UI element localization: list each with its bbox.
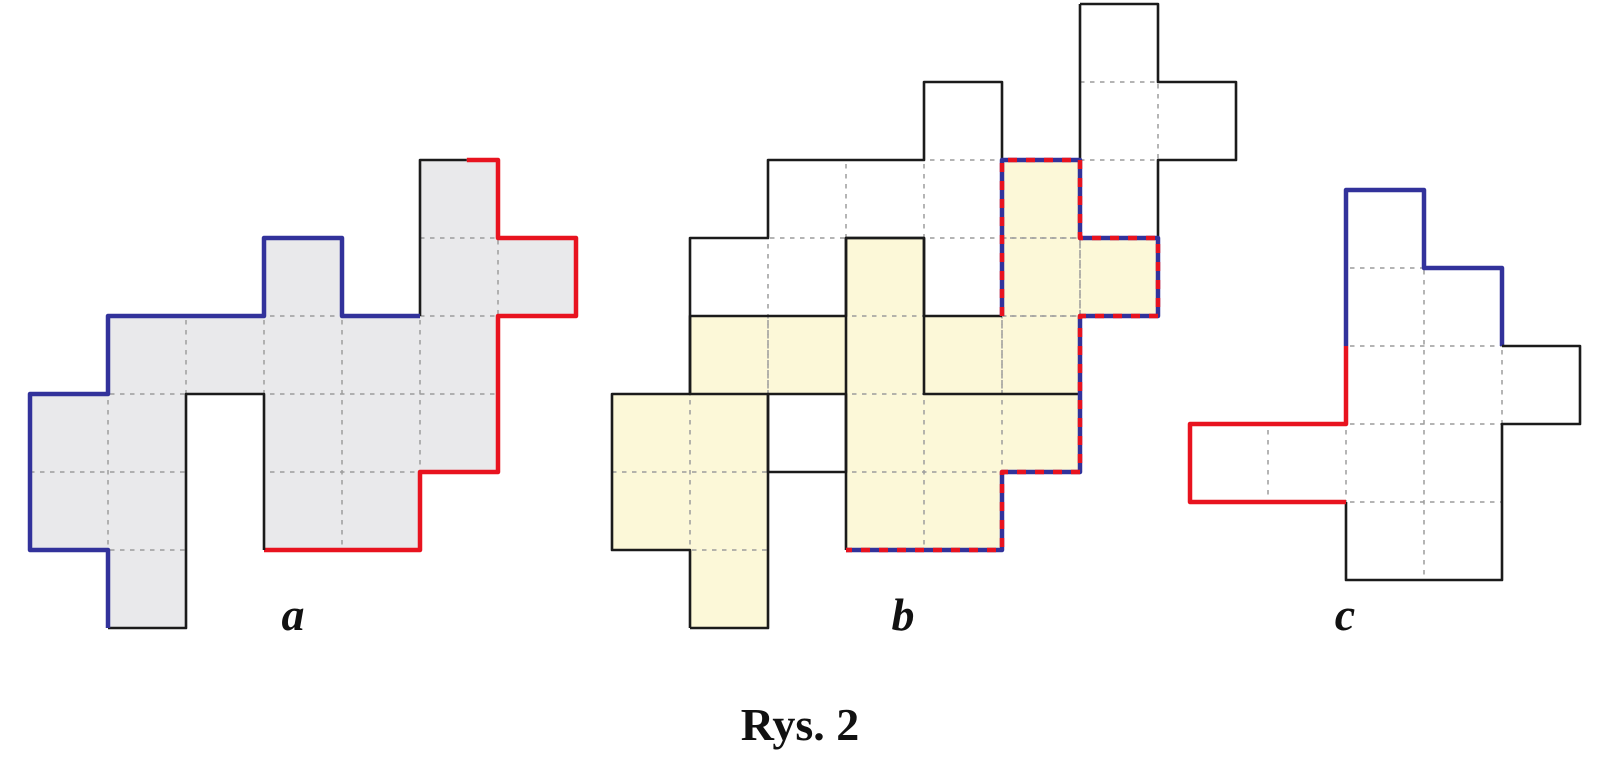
- duck-gray-border-black: [418, 158, 467, 316]
- shape-c-group: [1187, 187, 1582, 582]
- shape-b-group: [610, 2, 1238, 630]
- shape-label-c: c: [1334, 589, 1356, 640]
- shape-a-group: [27, 157, 579, 630]
- difference-outline-border-blue: [1343, 187, 1505, 346]
- duck-gray-border-blue: [27, 235, 420, 628]
- shape-label-b: b: [891, 589, 915, 640]
- difference-outline-border-black: [1344, 344, 1582, 582]
- difference-outline-gridlines: [1190, 190, 1580, 580]
- duck-gray-border-black: [108, 392, 266, 630]
- duck-white-border-black: [688, 2, 1238, 474]
- duck-gray-border-red: [264, 157, 579, 553]
- shared-boundary-border-red-dash: [846, 157, 1161, 553]
- difference-outline-border-red: [1187, 346, 1349, 505]
- figure-caption: Rys. 2: [740, 699, 860, 750]
- shape-label-a: a: [281, 589, 305, 640]
